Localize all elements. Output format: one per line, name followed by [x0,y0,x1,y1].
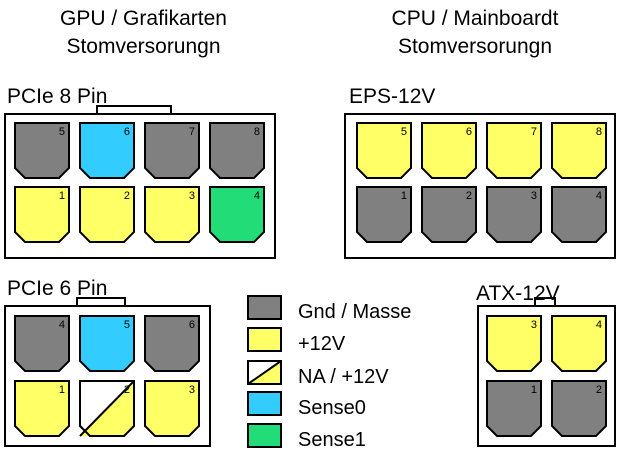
pcie6-pin-6-number: 6 [189,319,195,331]
pcie6-pin-2-number: 2 [124,384,130,396]
atx12-pin-2-number: 2 [596,384,602,396]
pcie8-pin-5: 5 [14,122,70,179]
pcie6-pin-3-number: 3 [189,384,195,396]
pcie6-pin-1-number: 1 [59,384,65,396]
legend-swatch-gnd [247,295,282,320]
pcie8-pin-3-number: 3 [189,190,195,202]
eps12-pin-1-number: 1 [401,190,407,202]
pcie8-pin-8-number: 8 [254,126,260,138]
pcie8-pin-8: 8 [209,122,265,179]
pcie8-pin-4: 4 [209,186,265,243]
eps12-pin-2: 2 [421,186,477,243]
eps12-pin-3: 3 [486,186,542,243]
legend-label-sense0: Sense0 [298,397,366,419]
pcie6-pin-4-number: 4 [59,319,65,331]
eps12-pin-2-number: 2 [466,190,472,202]
cpu-heading-line2: Stomversorungn [397,35,553,58]
pcie8-pin-7-number: 7 [189,126,195,138]
pcie8-latch [96,105,172,114]
legend-label-p12: +12V [298,333,346,355]
pcie8-pin-7: 7 [144,122,200,179]
legend-swatch-sense0 [247,391,282,416]
atx12-pin-2: 2 [551,380,607,437]
eps12-pin-5: 5 [356,122,412,179]
pcie6-pin-4: 4 [14,315,70,372]
pcie6-pin-3: 3 [144,380,200,437]
pcie8-pin-2-number: 2 [124,190,130,202]
atx12-pin-4-number: 4 [596,319,602,331]
pcie6-name: PCIe 6 Pin [7,277,108,300]
gpu-heading-line2: Stomversorungn [66,35,221,58]
eps12-name: EPS-12V [349,85,436,108]
eps12-pin-3-number: 3 [531,190,537,202]
pcie8-name: PCIe 8 Pin [7,85,108,108]
gpu-heading-line1: GPU / Grafikarten [60,7,227,30]
pcie8-pin-3: 3 [144,186,200,243]
legend-swatch-p12 [247,327,282,352]
eps12-pin-4: 4 [551,186,607,243]
pcie8-pin-1: 1 [14,186,70,243]
pcie8-pin-5-number: 5 [59,126,65,138]
eps12-pin-4-number: 4 [596,190,602,202]
pcie8-pin-4-number: 4 [254,190,260,202]
atx12-pin-3-number: 3 [531,319,537,331]
pcie6-pin-1: 1 [14,380,70,437]
pcie8-pin-6-number: 6 [124,126,130,138]
legend-label-sense1: Sense1 [298,429,366,451]
eps12-pin-8-number: 8 [596,126,602,138]
atx12-pin-1: 1 [486,380,542,437]
pcie6-pin-6: 6 [144,315,200,372]
pcie8-pin-2: 2 [79,186,135,243]
pcie6-pin-5-number: 5 [124,319,130,331]
legend-swatch-na [247,360,282,385]
legend-swatch-sense1 [247,423,282,448]
eps12-pin-5-number: 5 [401,126,407,138]
cpu-heading-line1: CPU / Mainboardt [391,7,559,30]
eps12-pin-7-number: 7 [531,126,537,138]
eps12-pin-6-number: 6 [466,126,472,138]
eps12-pin-8: 8 [551,122,607,179]
legend-label-na: NA / +12V [298,366,389,388]
atx12-latch [534,297,556,306]
eps12-pin-6: 6 [421,122,477,179]
pcie6-pin-5: 5 [79,315,135,372]
atx12-pin-3: 3 [486,315,542,372]
pcie6-latch [76,297,126,306]
eps12-pin-1: 1 [356,186,412,243]
pcie8-pin-1-number: 1 [59,190,65,202]
legend-label-gnd: Gnd / Masse [298,301,412,323]
eps12-pin-7: 7 [486,122,542,179]
atx12-pin-1-number: 1 [531,384,537,396]
pcie8-pin-6: 6 [79,122,135,179]
pcie6-pin-2: 2 [79,380,135,437]
atx12-pin-4: 4 [551,315,607,372]
